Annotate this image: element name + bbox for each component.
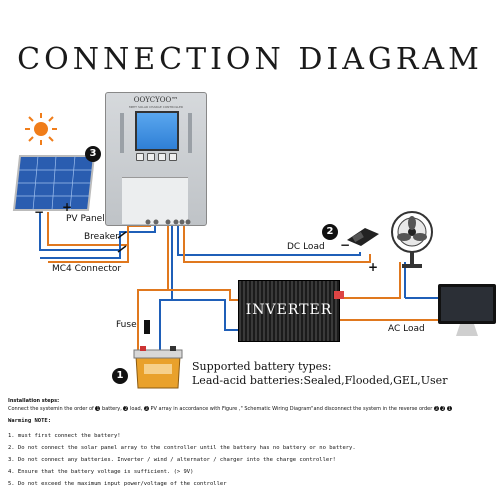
warning-item: 5. Do not exceed the maximum input power… — [8, 481, 227, 487]
charge-controller: OOYCYOO™ MPPT SOLAR CHARGE CONTROLLER — [105, 92, 207, 226]
sun-icon — [25, 113, 57, 145]
dc-load-plus-label: + — [368, 260, 379, 274]
lamp-icon — [347, 228, 379, 246]
fuse-icon — [144, 320, 150, 334]
installation-text-3: load, — [130, 406, 143, 412]
breaker-label: Breaker — [84, 232, 119, 242]
dc-load-step-badge: 2 — [322, 224, 338, 240]
supported-battery-types: Lead-acid batteries:Sealed,Flooded,GEL,U… — [192, 374, 448, 387]
installation-step-2-badge: 2 — [123, 406, 129, 411]
pv-panel-label: PV Panel — [66, 214, 105, 224]
battery-step-badge: 1 — [112, 368, 128, 384]
controller-button-1[interactable] — [136, 153, 144, 161]
warning-item: 4. Ensure that the battery voltage is su… — [8, 469, 194, 475]
installation-text-4: PV array in accordance with Figure ," Sc… — [150, 406, 433, 412]
monitor-icon — [438, 284, 496, 336]
inverter-label: INVERTER — [245, 302, 333, 318]
warning-item: 3. Do not connect any batteries. Inverte… — [8, 457, 336, 463]
inverter-terminal-icon — [334, 291, 344, 299]
installation-text-1: Connect the systemin the order of — [8, 406, 94, 412]
pv-minus-label: − — [34, 205, 45, 219]
controller-side-panel-left — [120, 113, 124, 153]
controller-subtitle: MPPT SOLAR CHARGE CONTROLLER — [128, 105, 184, 109]
page-title: CONNECTION DIAGRAM — [17, 42, 483, 77]
installation-title: Installation steps: — [8, 398, 60, 404]
controller-step-badge: 3 — [85, 146, 101, 162]
solar-panel-icon — [12, 155, 96, 211]
inverter — [238, 280, 340, 342]
controller-terminals — [145, 219, 191, 225]
installation-steps: Connect the systemin the order of 1 batt… — [8, 406, 498, 412]
dc-load-minus-label: − — [340, 238, 351, 252]
fan-icon — [391, 211, 433, 268]
controller-button-3[interactable] — [158, 153, 166, 161]
installation-step-1-badge: 1 — [95, 406, 101, 411]
mc4-connector-label: MC4 Connector — [52, 264, 122, 274]
battery-icon — [133, 346, 183, 389]
installation-text-2: battery, — [102, 406, 122, 412]
controller-button-2[interactable] — [147, 153, 155, 161]
fuse-label: Fuse — [116, 320, 137, 330]
breaker-icon — [117, 231, 127, 253]
warning-item: 2. Do not connect the solar panel array … — [8, 445, 356, 451]
warning-item: 1. must first connect the battery! — [8, 433, 121, 439]
controller-brand: OOYCYOO™ — [133, 96, 179, 104]
ac-load-wires — [338, 262, 440, 321]
controller-lcd-screen — [135, 111, 179, 151]
reverse-step-3-badge: 3 — [433, 406, 439, 411]
ac-load-label: AC Load — [388, 324, 425, 334]
reverse-step-2-badge: 2 — [440, 406, 446, 411]
warning-title: Warming NOTE: — [8, 418, 52, 424]
controller-side-panel-right — [188, 113, 192, 153]
pv-plus-label: + — [62, 200, 73, 214]
supported-battery-title: Supported battery types: — [192, 360, 332, 373]
dc-load-wires — [177, 222, 371, 263]
reverse-step-1-badge: 1 — [447, 406, 453, 411]
installation-step-3-badge: 3 — [143, 406, 149, 411]
battery-wires — [137, 222, 240, 360]
dc-load-label: DC Load — [287, 242, 325, 252]
controller-button-4[interactable] — [169, 153, 177, 161]
controller-terminal-cover — [122, 177, 188, 224]
